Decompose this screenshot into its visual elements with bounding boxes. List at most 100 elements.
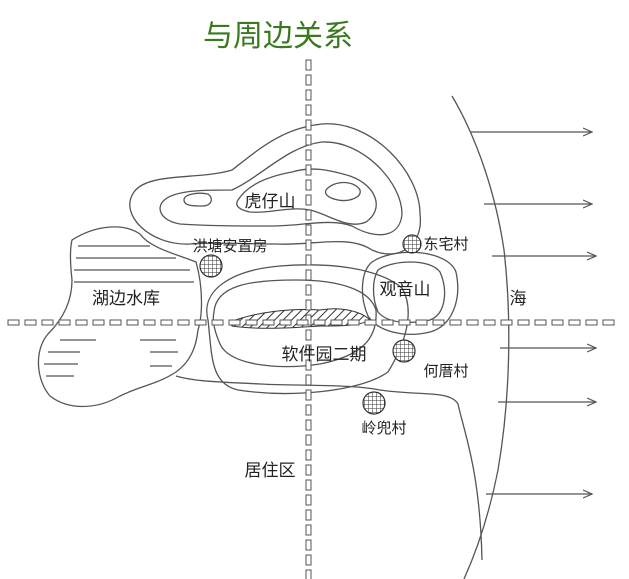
axis-dash xyxy=(305,209,312,221)
axis-dash xyxy=(305,344,312,356)
axis-dash xyxy=(305,359,312,371)
axis-dash xyxy=(262,319,275,326)
axis-dash xyxy=(305,494,312,506)
axis-dash xyxy=(109,319,122,326)
coastline xyxy=(451,95,510,579)
label-park-phase2: 软件园二期 xyxy=(282,345,367,365)
axis-dash xyxy=(305,284,312,296)
axis-dash xyxy=(364,319,377,326)
axis-dash xyxy=(305,269,312,281)
guanyin-outline xyxy=(372,261,446,324)
axis-dash xyxy=(517,319,530,326)
contour-lines xyxy=(37,95,510,579)
axis-dash xyxy=(305,569,312,579)
axis-dash xyxy=(305,254,312,266)
label-reservoir: 湖边水库 xyxy=(92,289,160,309)
axis-dash xyxy=(305,89,312,101)
sea-arrows xyxy=(470,132,596,494)
axis-dash xyxy=(305,299,312,311)
reservoir-outline xyxy=(37,226,203,408)
valley-contour-middle xyxy=(212,279,377,368)
axis-dash xyxy=(313,319,326,326)
axis-dash xyxy=(305,554,312,566)
axis-dash xyxy=(305,119,312,131)
label-residential: 居住区 xyxy=(245,461,296,481)
vertical-axis xyxy=(305,59,312,579)
axis-dash xyxy=(211,319,224,326)
axis-dash xyxy=(330,319,343,326)
axis-dash xyxy=(551,319,564,326)
axis-dash xyxy=(305,404,312,416)
axis-dash xyxy=(143,319,156,326)
axis-dash xyxy=(500,319,513,326)
axis-dash xyxy=(305,539,312,551)
axis-dash xyxy=(568,319,581,326)
axis-dash xyxy=(305,509,312,521)
axis-dash xyxy=(305,224,312,236)
axis-dash xyxy=(398,319,411,326)
page-title: 与周边关系 xyxy=(203,19,353,54)
hill-contour-knoll xyxy=(183,192,213,207)
axis-dash xyxy=(126,319,139,326)
axis-dash xyxy=(305,524,312,536)
label-sea: 海 xyxy=(510,289,527,309)
axis-dash xyxy=(279,319,292,326)
axis-dash xyxy=(7,319,20,326)
axis-dash xyxy=(305,374,312,386)
axis-dash xyxy=(432,319,445,326)
axis-dash xyxy=(585,319,598,326)
axis-dash xyxy=(228,319,241,326)
label-hill: 虎仔山 xyxy=(245,192,296,212)
axis-dash xyxy=(305,59,312,71)
hill-contour-3 xyxy=(236,168,377,225)
axis-dash xyxy=(483,319,496,326)
guanyin-outer-ring xyxy=(361,251,459,335)
axis-dash xyxy=(305,104,312,116)
hill-contour-2 xyxy=(159,141,403,236)
axis-dash xyxy=(381,319,394,326)
hill-contour-peak xyxy=(324,181,361,202)
axis-dash xyxy=(75,319,88,326)
axis-dash xyxy=(305,194,312,206)
axis-dash xyxy=(305,479,312,491)
housing-marker xyxy=(199,254,223,278)
axis-dash xyxy=(305,149,312,161)
axis-dash xyxy=(305,449,312,461)
axis-dash xyxy=(602,319,615,326)
axis-dash xyxy=(347,319,360,326)
axis-dash xyxy=(305,179,312,191)
axis-dash xyxy=(305,464,312,476)
axis-dash xyxy=(305,389,312,401)
axis-dash xyxy=(305,164,312,176)
label-guanyin: 观音山 xyxy=(380,280,431,300)
axis-dash xyxy=(534,319,547,326)
axis-dash xyxy=(296,319,309,326)
axis-dash xyxy=(415,319,428,326)
axis-dash xyxy=(305,434,312,446)
valley-contour-outer xyxy=(206,264,409,395)
lingdou-marker xyxy=(362,391,386,415)
label-east-village: 东宅村 xyxy=(423,235,468,253)
reservoir-water-lines xyxy=(44,245,194,377)
hecuo-marker xyxy=(392,339,416,363)
axis-dash xyxy=(305,419,312,431)
axis-dash xyxy=(160,319,173,326)
axis-dash xyxy=(305,134,312,146)
axis-dash xyxy=(41,319,54,326)
axis-dash xyxy=(58,319,71,326)
axis-dash xyxy=(449,319,462,326)
axis-dash xyxy=(305,74,312,86)
axis-dash xyxy=(305,329,312,341)
axis-dash xyxy=(24,319,37,326)
label-hecuo: 何厝村 xyxy=(423,362,468,380)
axis-dash xyxy=(177,319,190,326)
east-village-marker xyxy=(402,234,422,254)
axis-dash xyxy=(466,319,479,326)
horizontal-axis xyxy=(7,319,615,326)
residential-boundary xyxy=(175,375,483,561)
axis-dash xyxy=(194,319,207,326)
axis-dash xyxy=(305,239,312,251)
axis-dash xyxy=(92,319,105,326)
